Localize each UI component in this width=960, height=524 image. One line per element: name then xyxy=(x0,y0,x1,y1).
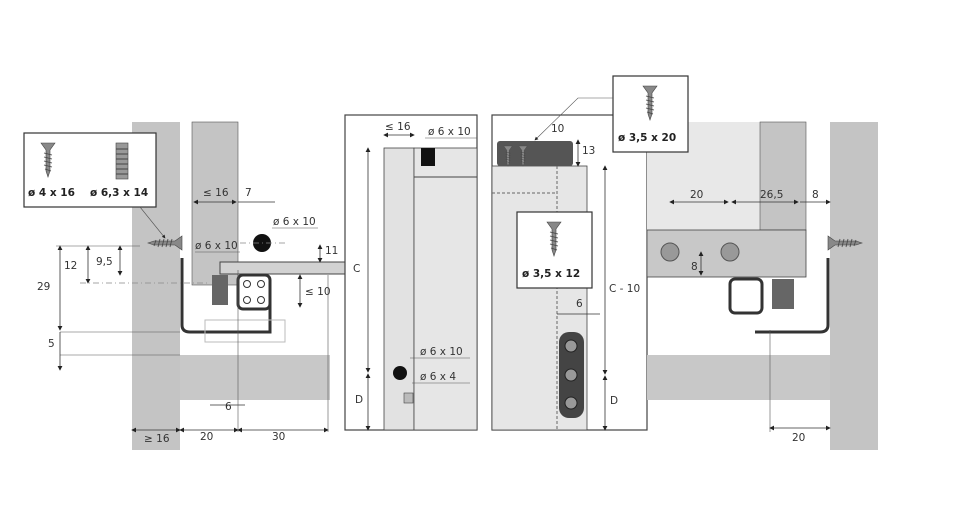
front-clip xyxy=(497,141,573,166)
dim-hole-top: ø 6 x 10 xyxy=(273,216,316,228)
right-dim-20-bottom: 20 xyxy=(792,432,805,444)
right-section-view: 20 26,5 8 8 20 xyxy=(646,121,878,450)
rear-hole-small: ø 6 x 4 xyxy=(420,371,456,383)
dim-29: 29 xyxy=(37,281,50,293)
right-dim-8-side: 8 xyxy=(691,261,698,273)
right-dim-20-top: 20 xyxy=(690,189,703,201)
rear-dim-d: D xyxy=(355,394,363,406)
left-section-view: ø 4 x 16 ø 6,3 x 14 ≤ 16 7 ø 6 x 10 ø 6 … xyxy=(23,121,346,450)
runner-bracket xyxy=(180,258,272,334)
screw-label-1: ø 4 x 16 xyxy=(28,187,75,199)
dim-6: 6 xyxy=(225,401,232,413)
front-view: 10 13 ø 3,5 x 12 6 C - 10 D xyxy=(491,114,648,431)
dim-20: 20 xyxy=(200,431,213,443)
dim-max-10: ≤ 10 xyxy=(305,286,331,298)
front-dim-13: 13 xyxy=(582,145,595,157)
right-dim-8-top: 8 xyxy=(812,189,819,201)
front-dim-10: 10 xyxy=(551,123,564,135)
right-cabinet-side xyxy=(830,122,878,450)
runner-profile xyxy=(236,273,272,311)
drawer-side-panel xyxy=(191,121,239,286)
dim-9-5: 9,5 xyxy=(96,256,113,268)
screw-6-3x14-icon xyxy=(115,142,129,180)
dim-hole-side: ø 6 x 10 xyxy=(195,240,238,252)
rear-dim-max-16: ≤ 16 xyxy=(385,121,411,133)
dim-7: 7 xyxy=(245,187,252,199)
rear-dim-c: C xyxy=(353,263,360,275)
screw-callout-top: ø 3,5 x 20 xyxy=(534,75,689,153)
dim-12: 12 xyxy=(64,260,77,272)
front-dim-6: 6 xyxy=(576,298,583,310)
front-screw-mid: ø 3,5 x 12 xyxy=(522,268,580,280)
dim-max-16: ≤ 16 xyxy=(203,187,229,199)
front-screw-top: ø 3,5 x 20 xyxy=(618,132,676,144)
rear-view: ≤ 16 ø 6 x 10 C D ø 6 x 10 ø 6 x 4 xyxy=(344,114,478,431)
dim-min-16: ≥ 16 xyxy=(144,433,170,445)
front-dim-d: D xyxy=(610,395,618,407)
rear-hole-bottom: ø 6 x 10 xyxy=(420,346,463,358)
locking-device xyxy=(212,275,228,305)
dim-30: 30 xyxy=(272,431,285,443)
screw-label-2: ø 6,3 x 14 xyxy=(90,187,148,199)
rear-hole-top: ø 6 x 10 xyxy=(428,126,471,138)
drill-hole-square xyxy=(421,148,435,166)
drawer-bottom-plate xyxy=(219,261,346,275)
right-dim-26-5: 26,5 xyxy=(760,189,783,201)
drawer-bottom-band xyxy=(180,355,330,400)
dim-11: 11 xyxy=(325,245,338,257)
dim-5: 5 xyxy=(48,338,55,350)
rear-drill-hole xyxy=(393,366,407,380)
front-dim-c-minus-10: C - 10 xyxy=(609,283,640,295)
